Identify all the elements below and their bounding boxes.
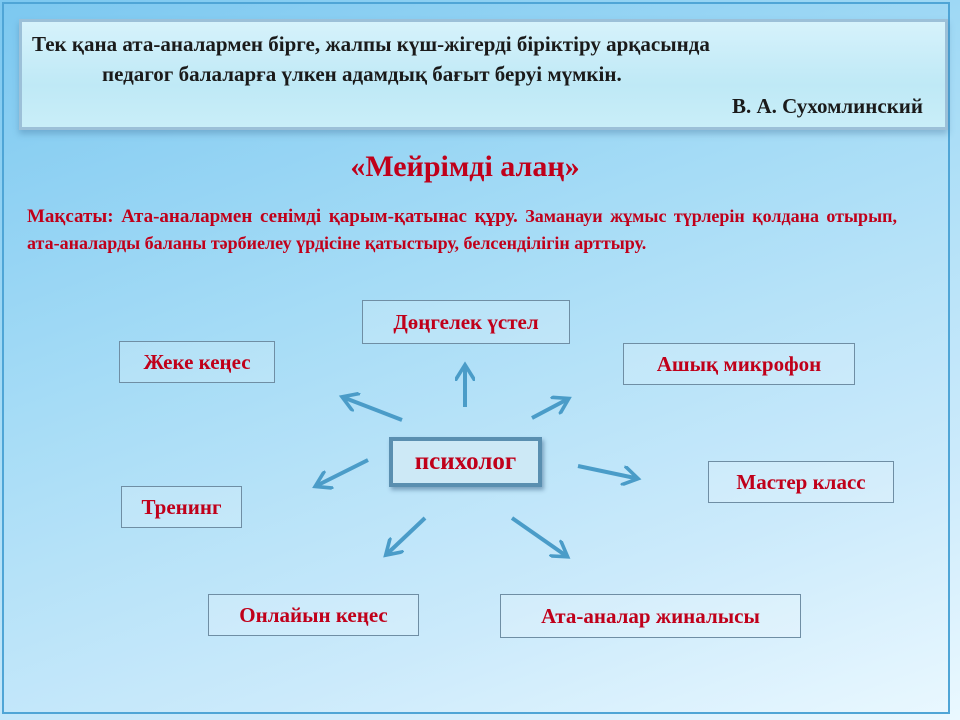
arrow-down-right bbox=[510, 516, 565, 555]
node-round-table: Дөңгелек үстел bbox=[362, 300, 570, 344]
arrow-down-left bbox=[388, 516, 427, 553]
goal-text: Мақсаты: Ата-аналармен сенімді қарым-қат… bbox=[27, 203, 897, 257]
goal-rest: Заманауи жұмыс түрлерін қолдана отырып, … bbox=[27, 206, 897, 253]
slide-border bbox=[2, 2, 950, 714]
node-master-class: Мастер класс bbox=[708, 461, 894, 503]
center-node-psychologist: психолог bbox=[389, 437, 542, 487]
node-online-consultation: Онлайын кеңес bbox=[208, 594, 419, 636]
goal-lead: Мақсаты: Ата-аналармен сенімді қарым-қат… bbox=[27, 206, 518, 227]
slide-title: «Мейрімді алаң» bbox=[350, 150, 580, 183]
arrow-right bbox=[577, 464, 635, 478]
arrow-left bbox=[318, 458, 369, 485]
node-training: Тренинг bbox=[121, 486, 242, 528]
node-individual-consultation: Жеке кеңес bbox=[119, 341, 275, 383]
arrow-up-right bbox=[531, 400, 566, 420]
arrow-up-left bbox=[345, 398, 403, 422]
quote-author: В. А. Сухомлинский bbox=[731, 94, 923, 118]
node-parents-meeting: Ата-аналар жиналысы bbox=[500, 594, 801, 638]
quote-line-1: Тек қана ата-аналармен бірге, жалпы күш-… bbox=[32, 32, 710, 56]
quote-box: Тек қана ата-аналармен бірге, жалпы күш-… bbox=[19, 19, 948, 130]
quote-line-2: педагог балаларға үлкен адамдық бағыт бе… bbox=[102, 62, 622, 86]
node-open-microphone: Ашық микрофон bbox=[623, 343, 855, 385]
